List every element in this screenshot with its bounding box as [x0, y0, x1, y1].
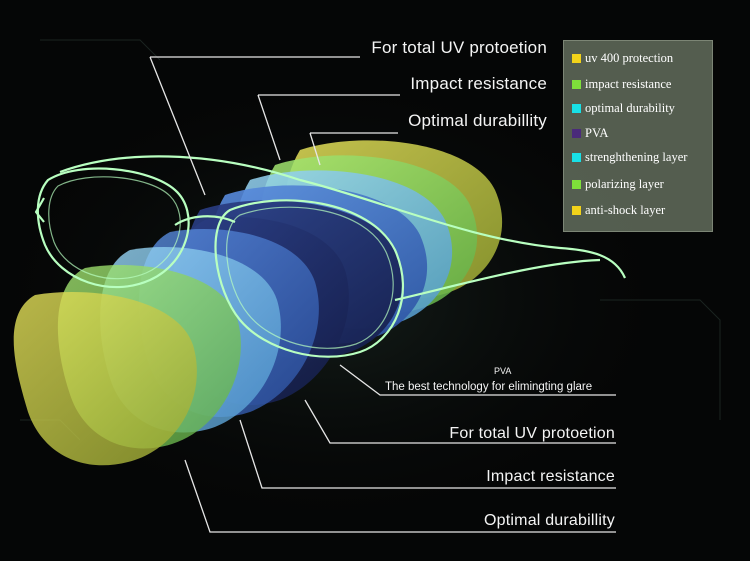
legend-label: uv 400 protection	[585, 50, 674, 65]
leader-top-durability	[309, 132, 398, 166]
left-lens-yellow	[13, 292, 197, 466]
frame-temple-arm	[299, 178, 627, 279]
legend-item-strengthening: strenghthening layer	[572, 148, 687, 166]
leader-top-uv	[149, 56, 360, 196]
bottom-callout-durability: Optimal durabillity	[484, 512, 615, 529]
bottom-callout-impact: Impact resistance	[486, 468, 615, 485]
leader-bottom-uv	[304, 399, 616, 444]
legend-swatch	[572, 53, 581, 63]
legend-item-polarizing: polarizing layer	[572, 175, 664, 193]
legend-swatch	[572, 128, 581, 138]
top-callout-uv: For total UV protoetion	[371, 38, 547, 57]
frame-bridge-top	[59, 155, 301, 182]
legend-swatch	[572, 152, 581, 162]
legend-item-pva: PVA	[572, 124, 608, 142]
legend: uv 400 protection impact resistance opti…	[563, 40, 713, 232]
frame-left-hinge	[34, 197, 45, 223]
leader-pva	[339, 364, 616, 396]
top-callout-durability: Optimal durabillity	[408, 111, 547, 130]
legend-label: strenghthening layer	[585, 149, 688, 164]
legend-swatch	[572, 103, 581, 113]
frame-temple-arm-lower	[394, 258, 601, 302]
pva-note-description: The best technology for elimingting glar…	[385, 381, 593, 393]
left-lens-layers	[13, 217, 349, 466]
top-callout-impact: Impact resistance	[410, 74, 547, 93]
legend-item-uv400: uv 400 protection	[572, 49, 673, 67]
leader-top-impact	[257, 94, 400, 161]
legend-item-impact: impact resistance	[572, 75, 671, 93]
frame-right-rim-inner	[226, 206, 394, 349]
legend-swatch	[572, 205, 581, 215]
leader-bottom-impact	[239, 419, 616, 489]
bottom-leader-lines	[184, 364, 616, 533]
top-leader-lines	[149, 56, 400, 196]
legend-item-durability: optimal durability	[572, 99, 675, 117]
legend-label: PVA	[585, 125, 609, 140]
pva-note-title: PVA	[494, 366, 512, 376]
frame-left-rim	[36, 167, 190, 289]
legend-swatch	[572, 179, 581, 189]
legend-swatch	[572, 79, 581, 89]
legend-label: polarizing layer	[585, 176, 664, 191]
glasses-frame	[34, 155, 627, 358]
legend-label: optimal durability	[585, 100, 675, 115]
bottom-callout-uv: For total UV protoetion	[449, 425, 615, 442]
legend-label: anti-shock layer	[585, 202, 666, 217]
frame-left-rim-inner	[48, 176, 181, 280]
legend-item-anti-shock: anti-shock layer	[572, 201, 665, 219]
frame-right-rim	[214, 199, 404, 358]
legend-label: impact resistance	[585, 76, 672, 91]
frame-bridge-lower	[174, 215, 236, 226]
leader-bottom-durability	[184, 459, 616, 533]
